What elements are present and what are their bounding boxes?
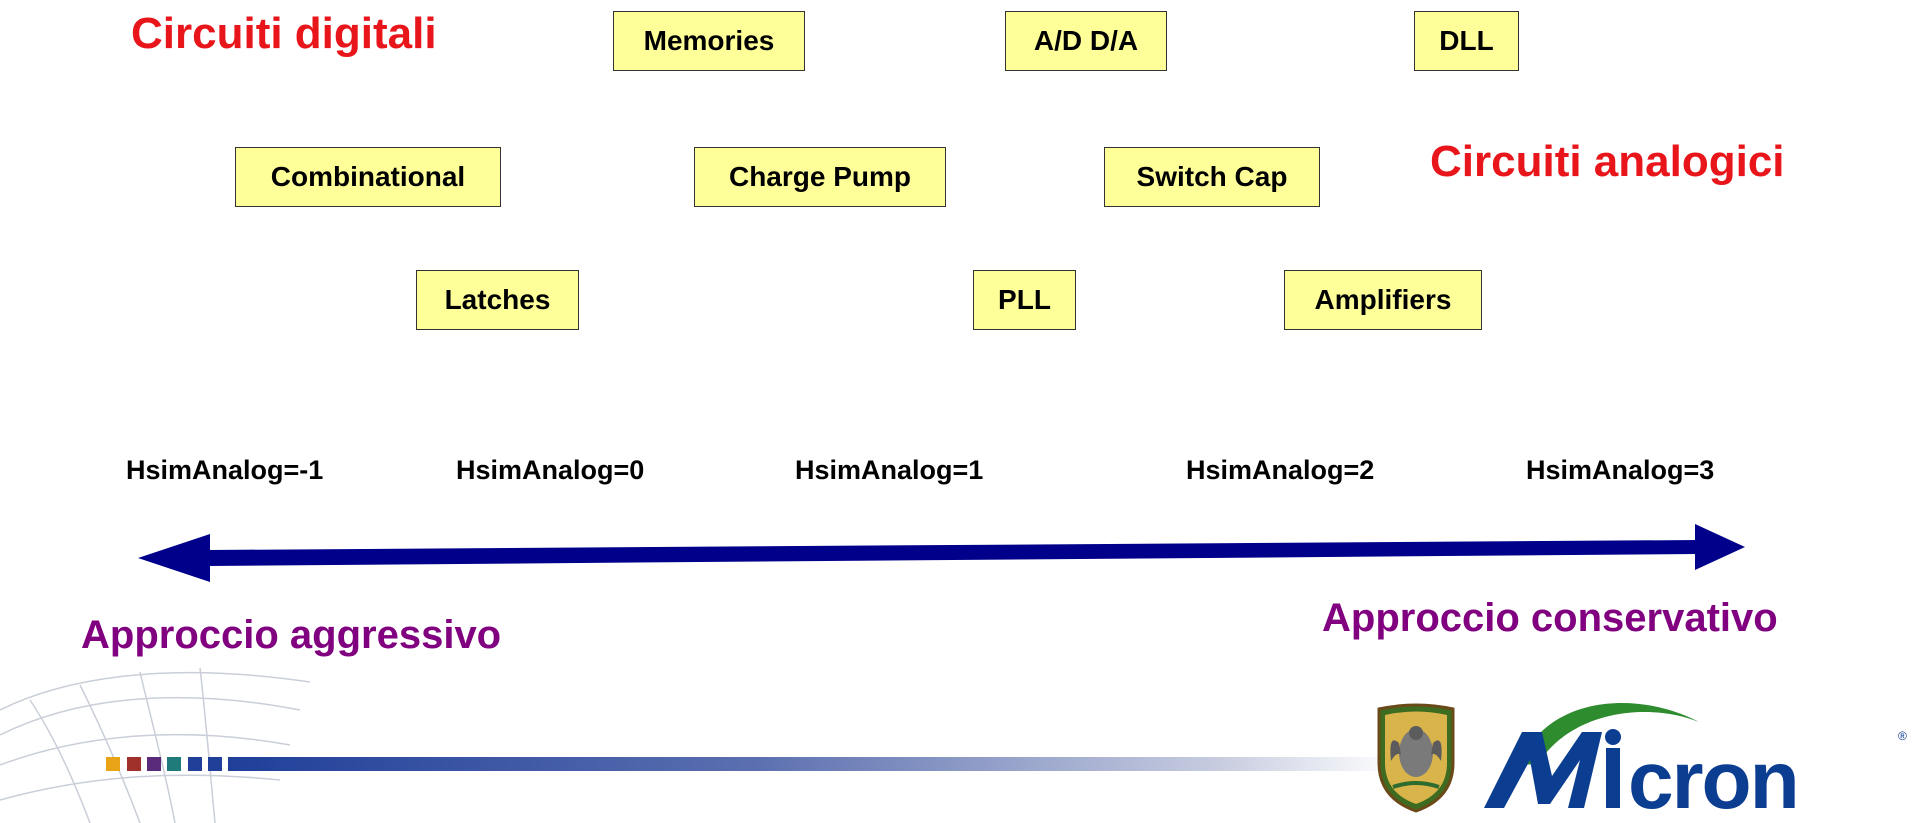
- aggressive-approach-label: Approccio aggressivo: [81, 615, 501, 655]
- digital-circuits-heading: Circuiti digitali: [131, 12, 437, 56]
- conservative-approach-label: Approccio conservativo: [1322, 598, 1778, 638]
- memories-box: Memories: [613, 11, 805, 71]
- decor-square: [147, 757, 161, 771]
- level-label: HsimAnalog=2: [1186, 457, 1374, 484]
- pll-box: PLL: [973, 270, 1076, 330]
- double-arrow-icon: [130, 520, 1750, 590]
- decor-square: [188, 757, 202, 771]
- dll-box: DLL: [1414, 11, 1519, 71]
- ad-da-box: A/D D/A: [1005, 11, 1167, 71]
- level-label: HsimAnalog=1: [795, 457, 983, 484]
- decor-square: [208, 757, 222, 771]
- analog-circuits-heading: Circuiti analogici: [1430, 140, 1785, 184]
- charge-pump-box: Charge Pump: [694, 147, 946, 207]
- amplifiers-box: Amplifiers: [1284, 270, 1482, 330]
- latches-box: Latches: [416, 270, 579, 330]
- background-swoosh-decoration: [0, 640, 330, 823]
- decor-square: [127, 757, 141, 771]
- registered-mark: ®: [1898, 730, 1907, 742]
- combinational-box: Combinational: [235, 147, 501, 207]
- svg-text:cron: cron: [1628, 735, 1798, 815]
- university-crest-icon: [1373, 703, 1459, 815]
- level-label: HsimAnalog=3: [1526, 457, 1714, 484]
- micron-logo: cron: [1484, 690, 1899, 815]
- decor-square: [106, 757, 120, 771]
- level-label: HsimAnalog=0: [456, 457, 644, 484]
- decor-square: [167, 757, 181, 771]
- level-label: HsimAnalog=-1: [126, 457, 323, 484]
- footer-gradient-bar: [228, 757, 1398, 771]
- switch-cap-box: Switch Cap: [1104, 147, 1320, 207]
